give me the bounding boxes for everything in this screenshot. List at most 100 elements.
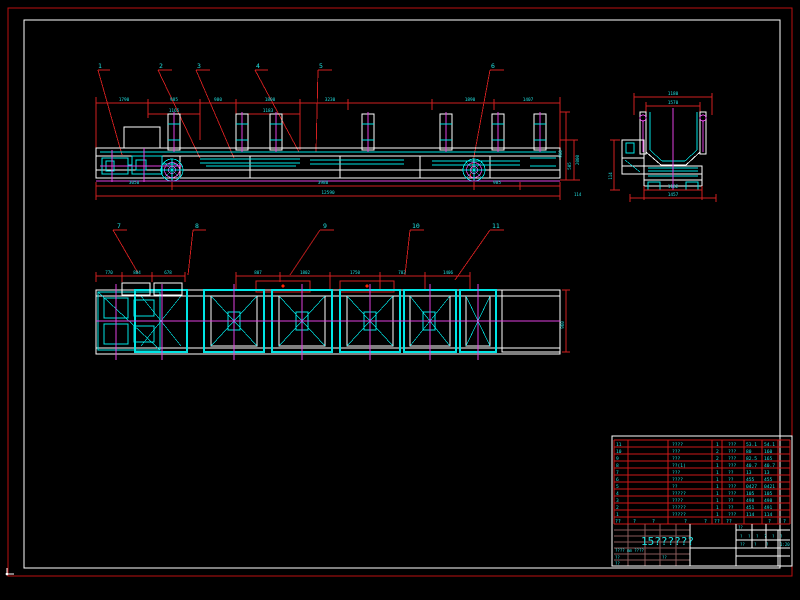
svg-text:807: 807: [254, 270, 262, 275]
parts-list-grid: [613, 439, 791, 525]
svg-text:114: 114: [746, 512, 755, 518]
svg-text:??: ??: [672, 484, 678, 490]
svg-text:???: ???: [728, 449, 737, 455]
svg-text:1: 1: [716, 470, 719, 476]
svg-text:13: 13: [764, 470, 770, 476]
svg-text:1750: 1750: [350, 270, 361, 275]
svg-text:1: 1: [716, 477, 719, 483]
front-elevation-view[interactable]: 1 2 3 4 5 6: [95, 62, 582, 200]
elevation-bottom-dim-labels: 3050 3980 985 12590: [129, 180, 502, 196]
elevation-top-dim-labels: 1790 985 980 1800 3230 1890 1407 1165 11…: [119, 97, 534, 114]
svg-text:451: 451: [746, 505, 755, 511]
svg-text:???: ???: [672, 449, 681, 455]
tail-sprocket-icon: [462, 158, 486, 182]
svg-text:3050: 3050: [129, 180, 140, 186]
svg-text:????: ????: [672, 442, 683, 448]
svg-text:?: ?: [768, 519, 771, 525]
svg-text:1: 1: [716, 491, 719, 497]
svg-text:??: ??: [728, 477, 734, 483]
svg-text:8: 8: [616, 463, 619, 469]
svg-text:114: 114: [574, 192, 582, 197]
svg-text:53.1: 53.1: [746, 442, 757, 448]
svg-text:1:20: 1:20: [780, 542, 790, 547]
svg-text:40.7: 40.7: [764, 463, 775, 469]
svg-text:?????: ?????: [672, 512, 686, 518]
elevation-left-dim-label: 114: [574, 192, 582, 197]
ucs-axis-icon: [5, 568, 14, 576]
svg-text:???: ???: [728, 512, 737, 518]
svg-text:1183: 1183: [263, 108, 274, 114]
plan-frame-outline: [95, 289, 561, 355]
svg-text:0427: 0427: [746, 484, 757, 490]
svg-text:?: ?: [633, 519, 636, 525]
svg-text:?: ?: [748, 534, 751, 539]
plan-top-dimension-chain: [95, 272, 471, 296]
svg-text:1: 1: [716, 442, 719, 448]
svg-text:105: 105: [746, 491, 755, 497]
svg-text:11: 11: [616, 442, 622, 448]
title-block[interactable]: 11 ???? 1 ??? 53.1 54.1 10 ??? 2 ??? 80 …: [611, 435, 793, 567]
svg-text:960: 960: [558, 150, 563, 158]
svg-text:1457: 1457: [668, 192, 679, 198]
svg-text:498: 498: [746, 498, 755, 504]
svg-text:678: 678: [164, 270, 172, 275]
svg-text:11: 11: [492, 222, 500, 230]
svg-text:????: ????: [672, 477, 683, 483]
svg-text:4: 4: [256, 62, 260, 70]
svg-text:8: 8: [195, 222, 199, 230]
sprocket-icon: [160, 158, 184, 182]
svg-text:1800: 1800: [265, 97, 276, 103]
svg-text:?: ?: [652, 519, 655, 525]
plan-view[interactable]: 7 8 9 10 11: [95, 222, 570, 360]
svg-text:1: 1: [716, 484, 719, 490]
svg-text:15??????: 15??????: [641, 535, 694, 548]
svg-text:??: ??: [728, 505, 734, 511]
svg-text:498: 498: [764, 498, 773, 504]
svg-text:??: ??: [726, 519, 732, 525]
svg-text:?: ?: [754, 542, 757, 547]
svg-text:??: ??: [738, 525, 743, 530]
svg-text:2000: 2000: [575, 154, 580, 165]
conveyor-frame-outline: [95, 126, 561, 179]
plan-right-dim: [562, 289, 570, 353]
svg-text:960: 960: [560, 321, 565, 329]
svg-text:3: 3: [616, 498, 619, 504]
svg-text:770: 770: [105, 270, 113, 275]
plan-right-dim-label: 960: [560, 321, 565, 329]
svg-text:82.5: 82.5: [746, 456, 757, 462]
svg-text:???: ???: [672, 470, 681, 476]
elevation-bottom-dimension-chain: [95, 182, 561, 200]
svg-text:0421: 0421: [764, 484, 775, 490]
svg-text:???: ???: [728, 456, 737, 462]
svg-text:1802: 1802: [300, 270, 311, 275]
title-block-grid: [614, 524, 690, 566]
svg-text:??: ??: [728, 470, 734, 476]
svg-text:??: ??: [615, 519, 621, 525]
svg-text:1: 1: [716, 463, 719, 469]
svg-text:1: 1: [716, 498, 719, 504]
parts-list-rows: 11 ???? 1 ??? 53.1 54.1 10 ??? 2 ??? 80 …: [616, 442, 775, 518]
svg-text:?: ?: [764, 534, 767, 539]
svg-text:2: 2: [616, 505, 619, 511]
svg-text:4: 4: [616, 491, 619, 497]
svg-text:13: 13: [746, 470, 752, 476]
svg-text:160: 160: [764, 449, 773, 455]
svg-text:114: 114: [764, 512, 773, 518]
end-section-view[interactable]: 1180 1570: [608, 91, 717, 202]
svg-text:2: 2: [159, 62, 163, 70]
support-column-bands: [168, 123, 546, 141]
svg-text:??: ??: [714, 519, 720, 525]
svg-text:12590: 12590: [321, 190, 335, 196]
svg-text:??(1): ??(1): [672, 463, 686, 469]
svg-text:2: 2: [716, 449, 719, 455]
svg-text:1790: 1790: [119, 97, 130, 103]
svg-text:6: 6: [616, 477, 619, 483]
svg-text:???: ???: [728, 463, 737, 469]
svg-text:1407: 1407: [523, 97, 534, 103]
svg-text:703: 703: [398, 270, 406, 275]
svg-text:7: 7: [616, 470, 619, 476]
svg-text:10: 10: [616, 449, 622, 455]
elevation-top-dimension-chain: [95, 97, 561, 160]
